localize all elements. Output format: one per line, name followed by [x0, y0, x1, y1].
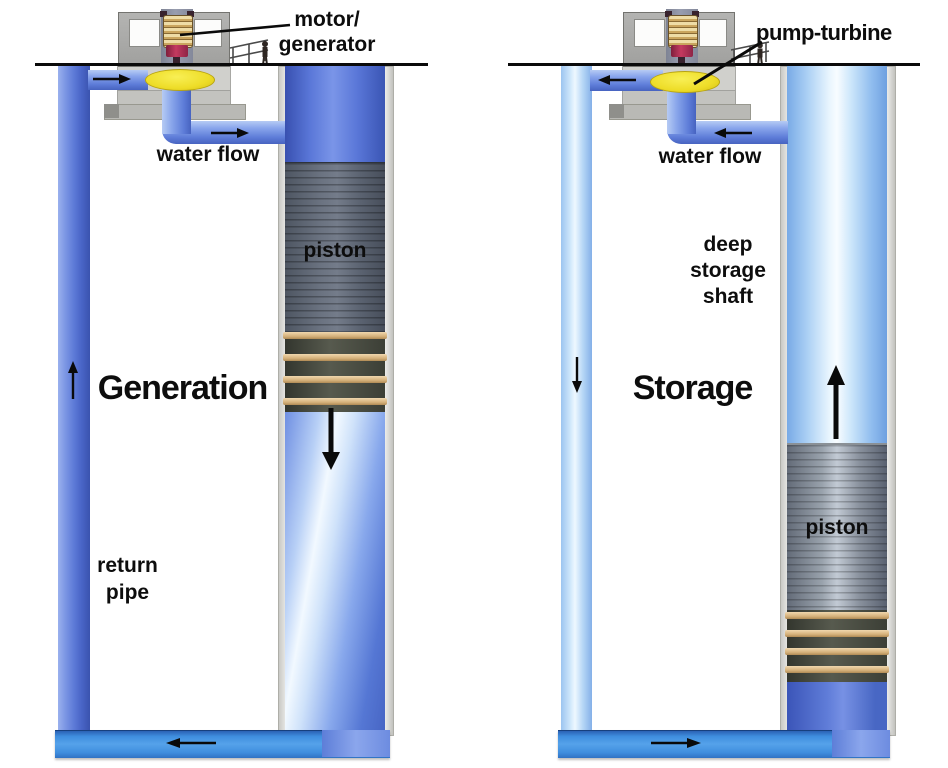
motor-generator-label-line1: motor/ — [294, 8, 360, 31]
motor-cap — [187, 11, 194, 17]
bottom-flow-left-arrow-icon — [166, 738, 216, 748]
seal-ring — [785, 630, 889, 637]
motor-generator-label: motor/ generator — [277, 8, 377, 58]
ground-line — [508, 63, 920, 66]
shaft-label-line2: storage — [690, 259, 766, 282]
pump-turbine-label: pump-turbine — [756, 20, 892, 45]
housing-window — [634, 19, 665, 47]
motor-cap — [160, 11, 167, 17]
return-pipe-label-line1: return — [97, 554, 158, 577]
turbine — [145, 69, 215, 91]
housing-window — [129, 19, 160, 47]
ground-line — [35, 63, 428, 66]
seal-ring — [785, 666, 889, 673]
piston-down-arrow-icon — [322, 408, 340, 470]
housing-window — [699, 19, 727, 47]
return-pipe-label-line2: pipe — [105, 581, 150, 604]
return-flow-down-arrow-icon — [572, 357, 582, 393]
seal-ring — [785, 612, 889, 619]
water-flow-label: water flow — [658, 145, 762, 168]
piston-label: piston — [303, 239, 367, 262]
piston — [285, 162, 385, 333]
motor-generator-label-line2: generator — [278, 32, 376, 56]
piston — [787, 443, 887, 612]
seal-ring — [283, 398, 387, 405]
shaft-label-line3: shaft — [702, 285, 754, 308]
motor-shaft-stem — [678, 57, 685, 66]
mode-title: Generation — [97, 369, 268, 407]
piston-up-arrow-icon — [827, 365, 845, 439]
feed-pipe-vertical — [162, 86, 191, 134]
inlet-flow-right-arrow-icon — [93, 74, 131, 84]
seal-ring — [283, 376, 387, 383]
mode-title: Storage — [632, 369, 754, 407]
bottom-flow-right-arrow-icon — [651, 738, 701, 748]
shaft-label-line1: deep — [703, 233, 753, 256]
pump-turbine-wheel — [650, 71, 720, 93]
railing — [229, 39, 269, 64]
feed-pipe-vertical — [667, 88, 696, 134]
motor-rotor — [671, 45, 693, 57]
water-below-piston — [285, 412, 385, 734]
piston-label: piston — [805, 516, 869, 539]
return-flow-up-arrow-icon — [68, 361, 78, 399]
water-below-piston — [787, 682, 887, 734]
deep-storage-shaft-label: deep storage shaft — [668, 232, 788, 310]
seal-ring — [283, 354, 387, 361]
seal-ring — [283, 332, 387, 339]
return-pipe — [561, 66, 592, 732]
motor-generator-leader-line — [179, 23, 291, 37]
outlet-flow-left-arrow-icon — [598, 75, 636, 85]
motor-shaft-stem — [173, 57, 180, 66]
water-flow-label: water flow — [156, 143, 260, 166]
motor-cap — [665, 11, 672, 17]
seal-rings — [785, 610, 889, 682]
feed-flow-left-arrow-icon — [714, 128, 752, 138]
motor-cap — [692, 11, 699, 17]
feed-flow-right-arrow-icon — [211, 128, 249, 138]
shaft-bottom — [832, 730, 890, 757]
shaft-bottom — [322, 730, 390, 757]
foundation-step — [609, 104, 624, 118]
motor-generator-coil — [163, 15, 193, 48]
foundation-step — [104, 104, 119, 118]
motor-rotor — [166, 45, 188, 57]
seal-ring — [785, 648, 889, 655]
return-pipe-label: return pipe — [85, 552, 170, 606]
water-above-piston — [285, 66, 385, 162]
seal-rings — [283, 332, 387, 412]
pump-turbine-leader-line — [693, 40, 763, 86]
